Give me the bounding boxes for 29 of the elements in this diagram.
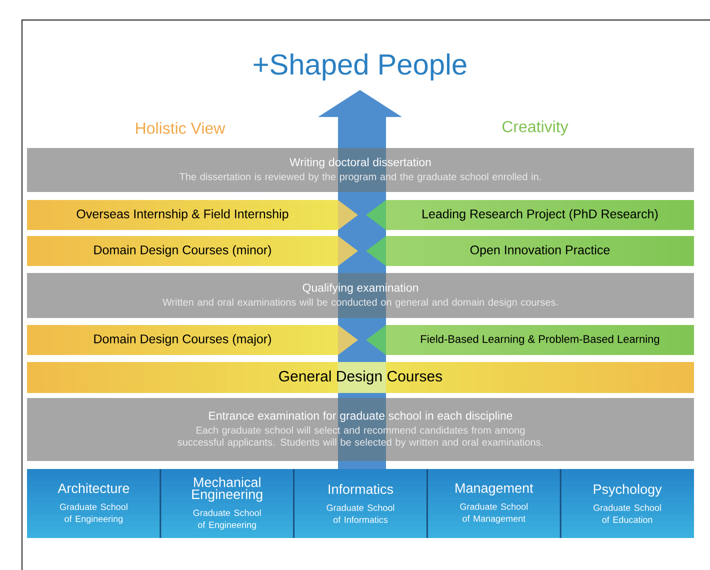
school-box: Informatics Graduate School of Informatics	[293, 468, 428, 538]
course-box: Domain Design Courses (major)	[27, 324, 358, 355]
course-box: Domain Design Courses (minor)	[27, 236, 358, 266]
school-box: Psychology Graduate School of Education	[560, 468, 694, 538]
node-label: Domain Design Courses (minor)	[94, 245, 271, 257]
course-band: General Design Courses	[27, 362, 694, 393]
node-label: Mechanical Engineering	[192, 477, 262, 502]
course-box: Leading Research Project (PhD Research)	[366, 200, 694, 230]
school-box: Management Graduate School of Management	[426, 468, 561, 538]
node-label: Graduate School of Education	[594, 504, 661, 523]
node-label: Graduate School of Engineering	[60, 503, 128, 524]
node-label: Informatics	[328, 484, 394, 494]
node-label: Overseas Internship & Field Internship	[76, 209, 288, 221]
school-box: Architecture Graduate School of Engineering	[27, 468, 160, 538]
node-label: Domain Design Courses (major)	[94, 334, 271, 346]
node-label: Management	[456, 483, 534, 496]
node-label: Open Innovation Practice	[470, 245, 610, 257]
node-label: Field-Based Learning & Problem-Based Learning	[421, 334, 660, 346]
school-box: Mechanical Engineering Graduate School of Engineering	[160, 468, 294, 538]
title: +Shaped People	[254, 53, 466, 80]
node-label: Graduate School of Engineering	[193, 509, 261, 530]
node-label: Leading Research Project (PhD Research)	[422, 209, 658, 221]
node-label: Graduate School of Informatics	[326, 504, 394, 523]
node-label: Graduate School of Management	[460, 503, 528, 524]
course-box: Open Innovation Practice	[366, 236, 694, 266]
course-box: Field-Based Learning & Problem-Based Learning	[366, 324, 694, 355]
course-box: Overseas Internship & Field Internship	[27, 200, 358, 230]
node-label: Architecture	[58, 483, 130, 494]
node-label: Psychology	[594, 484, 662, 497]
